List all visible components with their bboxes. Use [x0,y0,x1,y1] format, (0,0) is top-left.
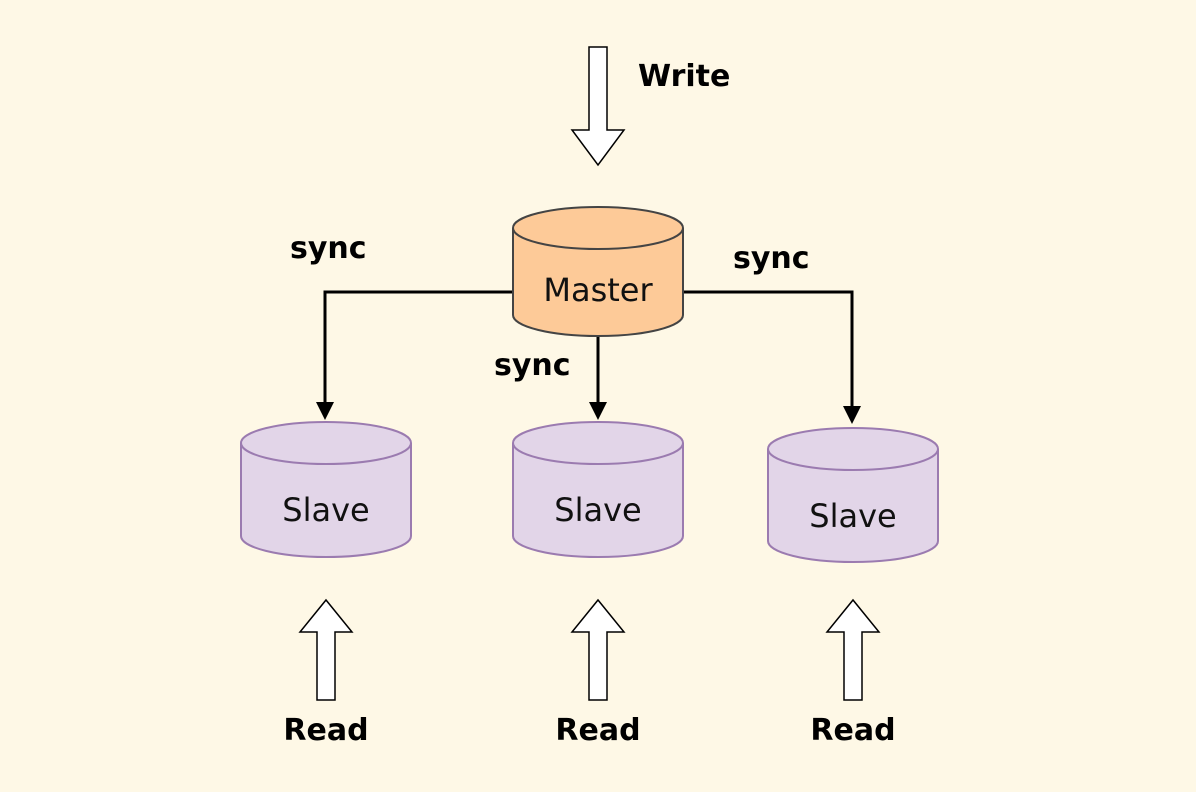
sync-line-left [323,290,513,404]
arrowhead-middle [589,402,607,420]
slave-database-2: Slave [512,421,684,558]
master-label: Master [543,271,653,309]
read-label: Read [810,713,895,748]
slave-label: Slave [809,497,896,535]
read-label: Read [283,713,368,748]
write-arrow [570,46,626,167]
sync-line-right [683,290,854,408]
slave-label: Slave [554,491,641,529]
read-label: Read [555,713,640,748]
read-arrow-2 [570,598,626,701]
sync-label-left: sync [290,231,367,266]
slave-database-1: Slave [240,421,412,558]
write-label: Write [638,59,730,94]
read-arrow-1 [298,598,354,701]
sync-label-middle: sync [494,348,571,383]
slave-database-3: Slave [767,427,939,563]
sync-label-right: sync [733,241,810,276]
master-database: Master [512,206,684,337]
slave-label: Slave [282,491,369,529]
read-arrow-3 [825,598,881,701]
arrowhead-right [843,406,861,424]
arrowhead-left [316,402,334,420]
